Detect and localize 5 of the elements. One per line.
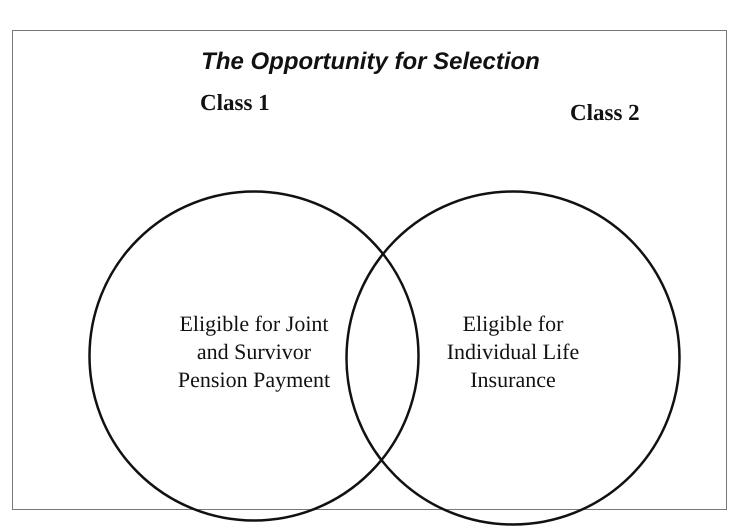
set-description: Eligible for Individual Life Insurance	[446, 310, 580, 394]
set-heading: Class 1	[200, 90, 270, 116]
set-description: Eligible for Joint and Survivor Pension Payment	[176, 310, 332, 394]
set-heading: Class 2	[570, 100, 640, 126]
title: The Opportunity for Selection	[200, 48, 541, 76]
